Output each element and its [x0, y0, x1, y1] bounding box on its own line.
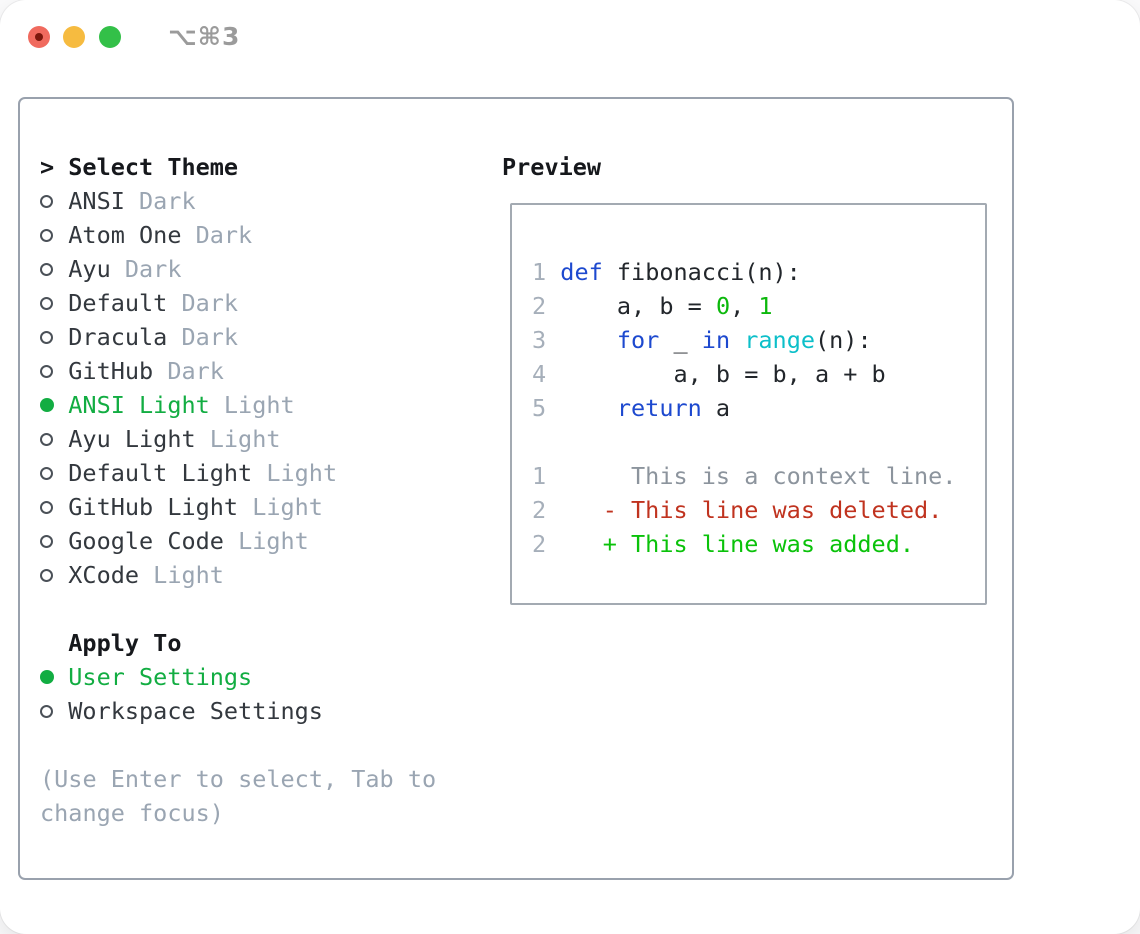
select-theme-heading: > Select Theme [40, 150, 490, 184]
theme-variant-label: Light [223, 391, 295, 419]
theme-variant-label: Dark [195, 221, 253, 249]
spacer [40, 728, 490, 762]
radio-icon [40, 704, 68, 718]
theme-option-label: Google Code [68, 527, 224, 555]
preview-code-box: 1 def fibonacci(n): 2 a, b = 0, 1 3 for _ … [510, 203, 987, 605]
radio-icon [40, 364, 68, 378]
theme-variant-label: Light [238, 527, 309, 555]
hint-text: (Use Enter to select, Tab to change focus… [40, 762, 490, 830]
hint-line: change focus) [40, 799, 224, 827]
apply-option-label: User Settings [68, 663, 253, 691]
radio-icon [40, 194, 68, 208]
theme-option-label: Atom One [68, 221, 182, 249]
radio-icon [40, 500, 68, 514]
radio-icon [40, 568, 68, 582]
radio-icon [40, 432, 68, 446]
theme-option-label: GitHub Light [68, 493, 239, 521]
theme-option-label: Dracula [68, 323, 168, 351]
theme-variant-label: Light [209, 425, 281, 453]
code-line: 5 return a [532, 394, 731, 422]
theme-option-label: XCode [68, 561, 140, 589]
code-line: 4 a, b = b, a + b [532, 360, 886, 388]
theme-variant-label: Dark [181, 289, 239, 317]
code-line: 2 + This line was added. [532, 530, 915, 558]
close-button[interactable] [28, 26, 50, 48]
theme-option-ansi-light[interactable]: ANSI Light Light [40, 388, 490, 422]
apply-option-workspace-settings[interactable]: Workspace Settings [40, 694, 490, 728]
theme-option-xcode[interactable]: XCode Light [40, 558, 490, 592]
theme-option-ansi[interactable]: ANSI Dark [40, 184, 490, 218]
theme-variant-label: Light [153, 561, 224, 589]
radio-icon [40, 262, 68, 276]
theme-option-label: GitHub [68, 357, 154, 385]
theme-option-github[interactable]: GitHub Dark [40, 354, 490, 388]
theme-option-label: Default Light [68, 459, 253, 487]
code-line: 2 - This line was deleted. [532, 496, 943, 524]
theme-option-label: ANSI Light [68, 391, 210, 419]
theme-variant-label: Dark [167, 357, 224, 385]
select-theme-heading-label: Select Theme [68, 153, 239, 181]
apply-to-heading: Apply To [40, 626, 490, 660]
preview-heading: Preview [502, 153, 602, 181]
theme-variant-label: Light [266, 459, 338, 487]
theme-variant-label: Dark [181, 323, 239, 351]
apply-option-user-settings[interactable]: User Settings [40, 660, 490, 694]
radio-icon [40, 296, 68, 310]
theme-option-dracula[interactable]: Dracula Dark [40, 320, 490, 354]
theme-option-label: Default [68, 289, 168, 317]
minimize-button[interactable] [63, 26, 85, 48]
theme-variant-label: Light [252, 493, 323, 521]
theme-option-label: ANSI [68, 187, 125, 215]
theme-option-label: Ayu Light [68, 425, 196, 453]
theme-option-ayu-light[interactable]: Ayu Light Light [40, 422, 490, 456]
radio-icon [40, 228, 68, 242]
spacer [40, 592, 490, 626]
apply-option-label: Workspace Settings [68, 697, 323, 725]
theme-option-google-code[interactable]: Google Code Light [40, 524, 490, 558]
code-line: 1 This is a context line. [532, 462, 957, 490]
theme-option-label: Ayu [68, 255, 111, 283]
code-line: 1 def fibonacci(n): [532, 258, 801, 286]
radio-icon [40, 330, 68, 344]
window-title: ⌥⌘3 [168, 22, 241, 51]
theme-option-default[interactable]: Default Dark [40, 286, 490, 320]
radio-selected-icon [40, 670, 68, 684]
apply-to-heading-label: Apply To [68, 629, 182, 657]
radio-icon [40, 466, 68, 480]
hint-line: (Use Enter to select, Tab to [40, 765, 437, 793]
radio-icon [40, 534, 68, 548]
theme-option-default-light[interactable]: Default Light Light [40, 456, 490, 490]
code-line: 3 for _ in range(n): [532, 326, 872, 354]
theme-option-ayu[interactable]: Ayu Dark [40, 252, 490, 286]
theme-option-github-light[interactable]: GitHub Light Light [40, 490, 490, 524]
prompt-icon: > [40, 153, 55, 181]
code-line: 2 a, b = 0, 1 [532, 292, 773, 320]
radio-selected-icon [40, 398, 68, 412]
theme-variant-label: Dark [124, 255, 182, 283]
theme-option-atom-one[interactable]: Atom One Dark [40, 218, 490, 252]
theme-variant-label: Dark [139, 187, 196, 215]
code-line [532, 425, 985, 459]
code-lines: 1 def fibonacci(n): 2 a, b = 0, 1 3 for _ … [532, 255, 985, 561]
zoom-button[interactable] [99, 26, 121, 48]
